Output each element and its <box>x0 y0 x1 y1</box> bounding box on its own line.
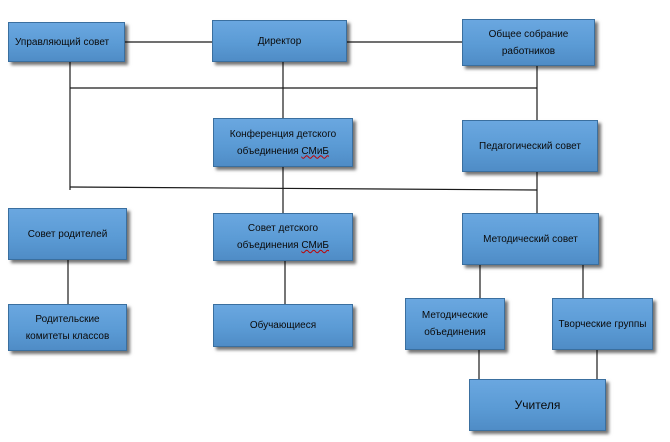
node-parents-council: Совет родителей <box>8 208 127 260</box>
node-label: Конференция детского объединения СМиБ <box>218 126 348 160</box>
node-creative-groups: Творческие группы <box>552 298 653 350</box>
node-label-text: Конференция детского объединения <box>229 128 337 157</box>
node-label-text: Совет детского объединения <box>237 223 319 251</box>
node-students: Обучающиеся <box>213 304 353 347</box>
node-director: Директор <box>212 20 347 62</box>
node-label: Совет родителей <box>27 228 108 240</box>
node-label: Директор <box>257 35 302 47</box>
node-label: Методический совет <box>483 233 578 245</box>
node-label: Творческие группы <box>558 318 647 330</box>
node-label-abbr: СМиБ <box>301 145 329 157</box>
node-label: Методические объединения <box>421 310 489 338</box>
node-label: Педагогический совет <box>479 140 581 152</box>
node-label-abbr: СМиБ <box>301 240 329 251</box>
node-general-meeting: Общее собрание работников <box>462 19 595 66</box>
node-pedagogical-council: Педагогический совет <box>462 120 598 172</box>
node-children-council: Совет детского объединения СМиБ <box>213 213 353 261</box>
node-label: Управляющий совет <box>15 36 110 48</box>
node-methodical-council: Методический совет <box>462 213 599 265</box>
node-label: Обучающиеся <box>249 320 317 331</box>
node-label: Совет детского объединения СМиБ <box>218 220 348 254</box>
node-label: Учителя <box>514 397 561 412</box>
connector-line <box>69 186 538 191</box>
node-methodical-associations: Методические объединения <box>405 298 505 350</box>
node-parent-committees: Родительские комитеты классов <box>8 304 127 351</box>
node-label: Общее собрание работников <box>488 28 569 57</box>
node-conference: Конференция детского объединения СМиБ <box>213 118 353 167</box>
node-governing-council: Управляющий совет <box>8 22 125 62</box>
node-label: Родительские комитеты классов <box>25 313 110 342</box>
node-teachers: Учителя <box>469 379 606 431</box>
